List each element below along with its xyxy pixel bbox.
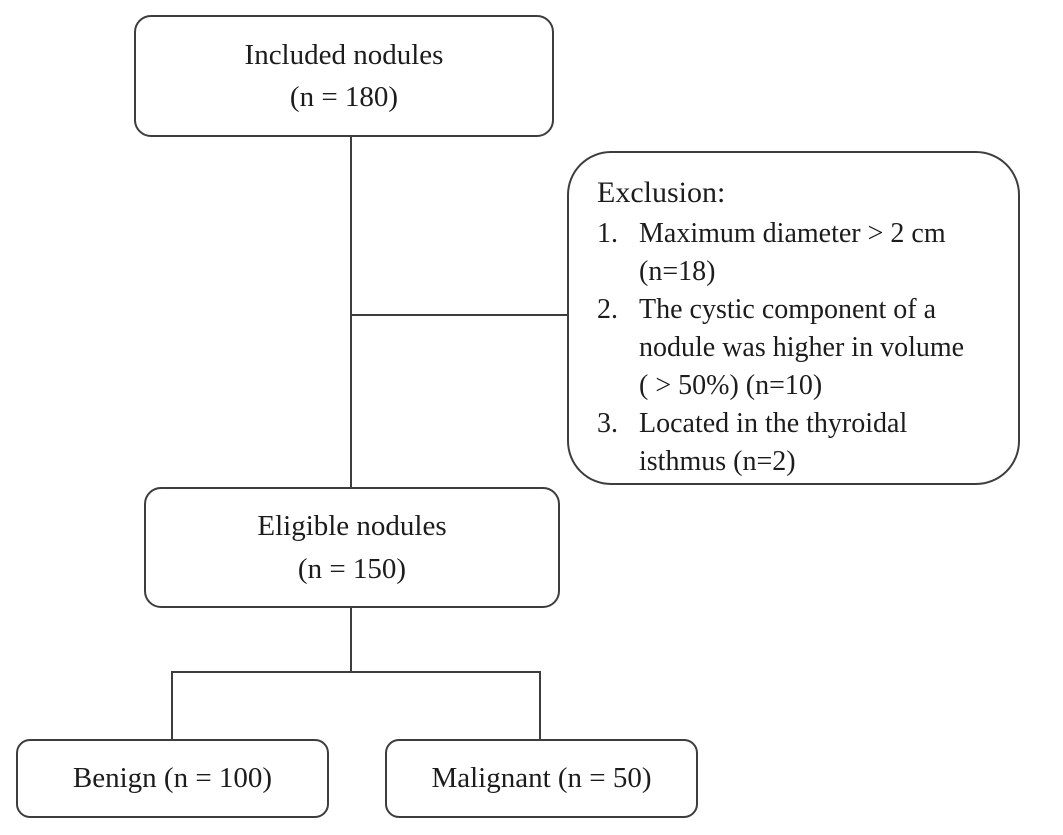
exclusion-item-3-line-2: isthmus (n=2) (639, 446, 796, 477)
box-eligible-nodules: Eligible nodules (n = 150) (144, 487, 560, 608)
exclusion-item-3-number: 3. (597, 408, 618, 439)
box-benign: Benign (n = 100) (16, 739, 329, 818)
exclusion-item-2-line-2: nodule was higher in volume (639, 332, 965, 363)
exclusion-item-2-line-1: The cystic component of a (639, 294, 937, 325)
connector-drop-malignant (539, 671, 541, 740)
exclusion-item-1-number: 1. (597, 218, 618, 249)
connector-drop-benign (171, 671, 173, 740)
exclusion-item-1: 1. Maximum diameter > 2 cm (n=18) (597, 215, 1004, 291)
exclusion-item-3: 3. Located in the thyroidal isthmus (n=2… (597, 405, 1004, 481)
box-malignant: Malignant (n = 50) (385, 739, 698, 818)
benign-label: Benign (n = 100) (72, 762, 273, 795)
exclusion-title: Exclusion: (597, 176, 726, 209)
connector-split-bar (171, 671, 541, 673)
exclusion-item-1-line-1: Maximum diameter > 2 cm (639, 218, 946, 249)
malignant-label: Malignant (n = 50) (431, 762, 652, 795)
connector-included-to-eligible (350, 136, 352, 488)
exclusion-item-2-number: 2. (597, 294, 618, 325)
included-nodules-count: (n = 180) (289, 81, 399, 113)
exclusion-item-2: 2. The cystic component of a nodule was … (597, 291, 1004, 405)
eligible-nodules-count: (n = 150) (297, 552, 407, 585)
box-exclusion: Exclusion: 1. Maximum diameter > 2 cm (n… (567, 151, 1020, 485)
included-nodules-label: Included nodules (244, 38, 444, 71)
connector-branch-to-exclusion (351, 314, 567, 316)
exclusion-item-2-line-3: ( > 50%) (n=10) (639, 370, 823, 401)
box-included-nodules: Included nodules (n = 180) (134, 15, 554, 137)
eligible-nodules-label: Eligible nodules (257, 510, 447, 543)
exclusion-item-1-line-2: (n=18) (639, 256, 716, 287)
connector-eligible-down (350, 607, 352, 673)
exclusion-item-3-line-1: Located in the thyroidal (639, 408, 908, 439)
